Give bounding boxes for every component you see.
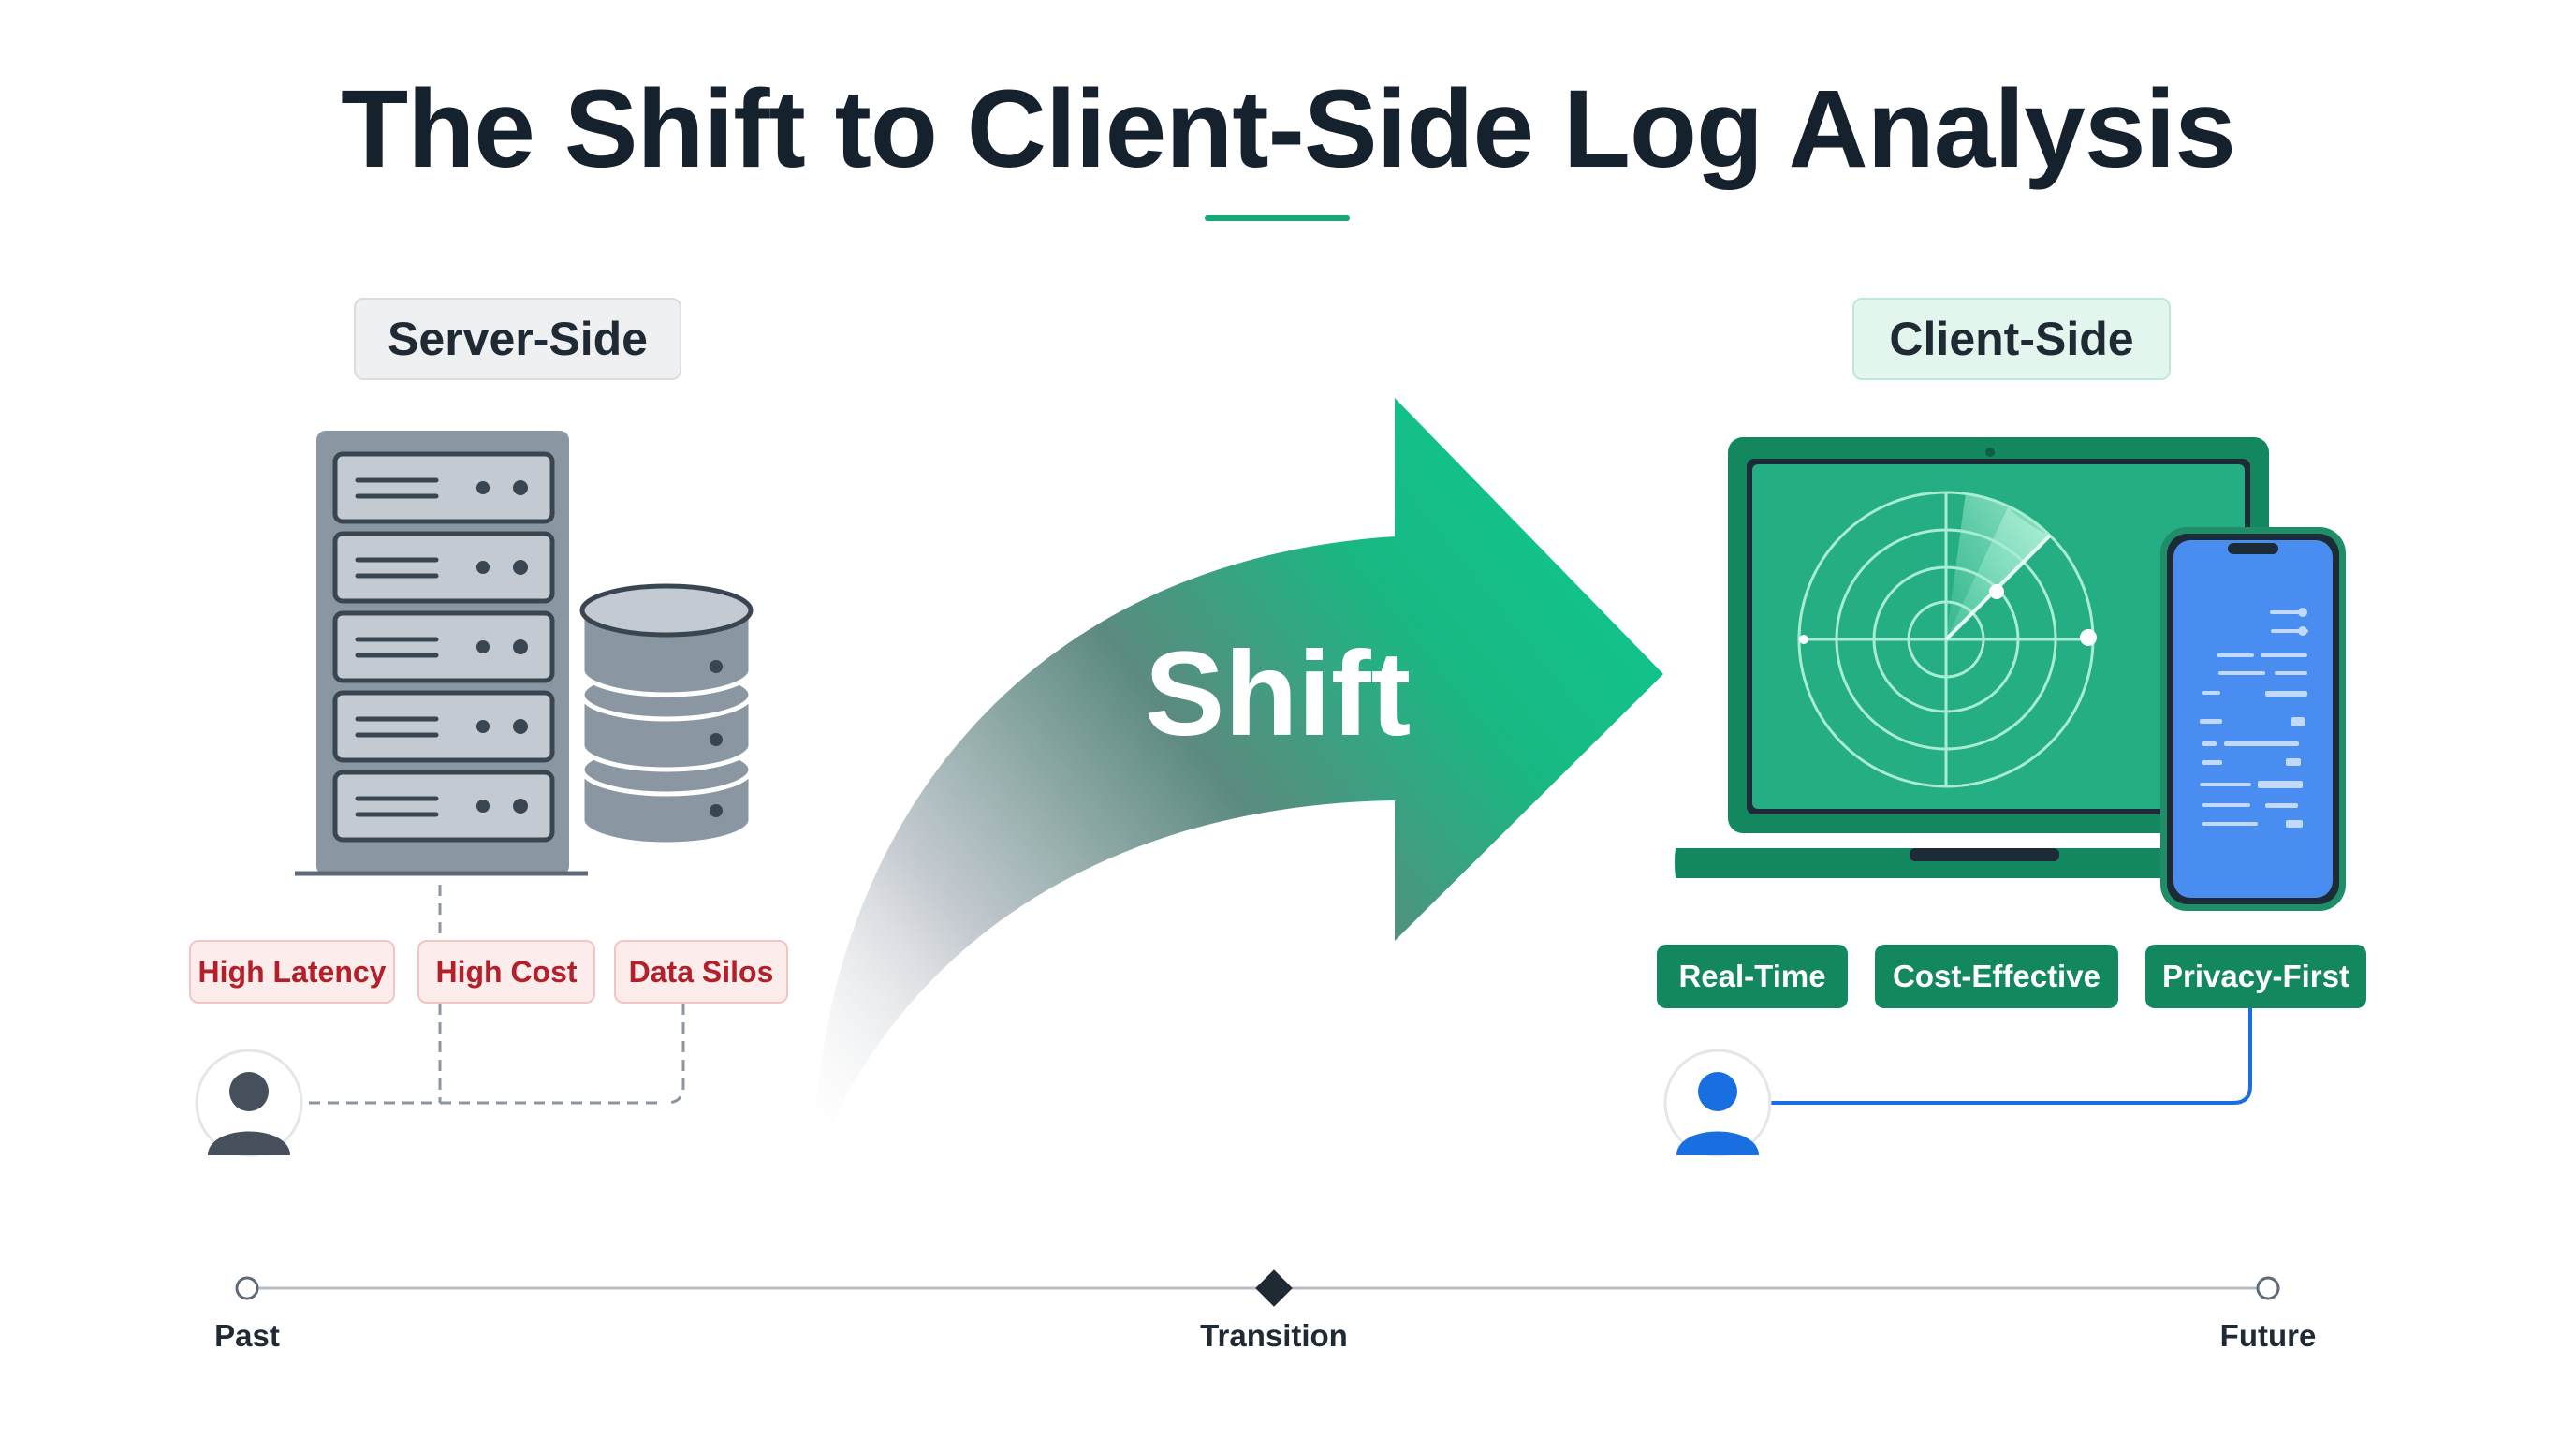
benefit-tag-privacy-first: Privacy-First: [2145, 945, 2366, 1008]
timeline-past-marker: [235, 1276, 259, 1300]
timeline-transition-marker: [1255, 1269, 1293, 1307]
page-title: The Shift to Client-Side Log Analysis: [341, 67, 2236, 191]
laptop-icon: [1675, 437, 2321, 878]
smartphone-icon: [2160, 527, 2346, 911]
timeline: [235, 1269, 2280, 1307]
shift-arrow-label: Shift: [1144, 627, 1412, 761]
user-icon: [195, 1049, 303, 1157]
server-rack-icon: [295, 431, 588, 876]
user-icon: [1663, 1049, 1772, 1157]
server-connector-lines: [309, 885, 685, 1105]
benefit-tag-real-time: Real-Time: [1657, 945, 1848, 1008]
timeline-label-future: Future: [2219, 1318, 2317, 1353]
benefit-tag-cost-effective: Cost-Effective: [1875, 945, 2118, 1008]
server-side-label: Server-Side: [354, 298, 681, 380]
timeline-future-marker: [2256, 1276, 2280, 1300]
issue-tag-high-cost: High Cost: [417, 940, 595, 1004]
title-underline: [1205, 215, 1350, 221]
radar-chart-icon: [1797, 491, 2097, 788]
client-connector-line: [1769, 1008, 2252, 1105]
issue-tag-data-silos: Data Silos: [614, 940, 788, 1004]
shift-arrow-icon: [814, 398, 1663, 1142]
timeline-label-past: Past: [214, 1318, 280, 1353]
database-icon: [579, 583, 754, 847]
client-side-label: Client-Side: [1852, 298, 2171, 380]
issue-tag-high-latency: High Latency: [189, 940, 395, 1004]
timeline-label-transition: Transition: [1200, 1318, 1348, 1353]
